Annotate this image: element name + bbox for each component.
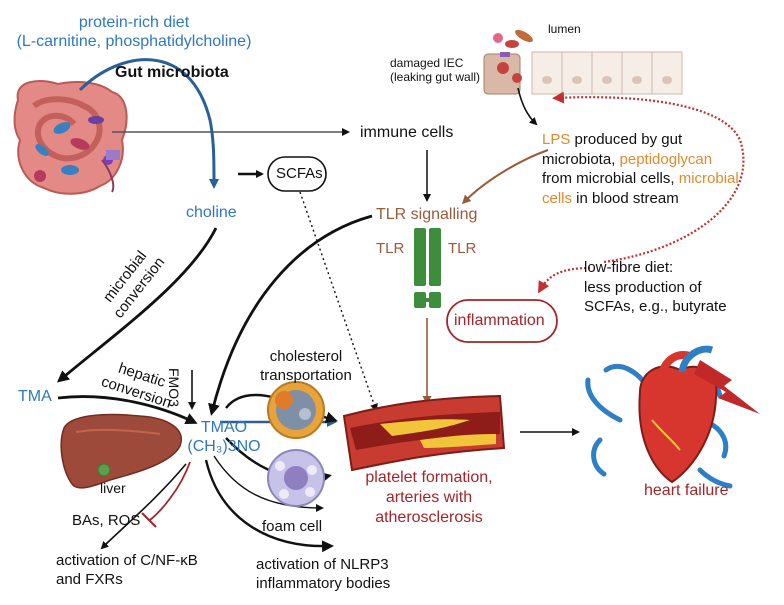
choline-label: choline [186,204,237,221]
scfas-pill [267,156,327,192]
lumen-label: lumen [548,22,581,36]
intestine-icon [13,80,128,195]
inflammation-pill [446,299,558,343]
lightning-icon [694,360,760,414]
tlr-signalling-label: TLR signalling [376,206,478,223]
macrophage-icon [267,381,325,439]
tma-label: TMA [18,388,52,405]
tlr-right-label: TLR [448,240,477,257]
immune-cells-label: immune cells [360,124,454,141]
liver-label: liver [100,480,126,496]
heart-icon [585,345,733,489]
tlr-receptor-icon [414,228,441,308]
lps-text: LPS produced by gut microbiota, peptidog… [542,131,739,207]
damaged-iec-label: damaged IEC(leaking gut wall) [390,56,481,85]
artery-plaque-icon [342,394,506,472]
bas-ros-label: BAs, ROS [72,512,141,529]
tmao-label: TMAO(CH₃)3NO [187,419,261,456]
inflammation-label: inflammation [454,312,545,329]
scfas-label: SCFAs [276,165,323,182]
diet-label: protein-rich diet(L-carnitine, phosphati… [16,14,252,50]
gut-microbiota-label: Gut microbiota [115,64,229,81]
liver-icon [60,413,182,489]
heart-failure-label: heart failure [644,482,729,499]
foam-cell-label: foam cell [262,518,323,535]
foam-cell-icon [267,449,325,507]
gut-epithelium-icon [483,29,683,95]
tlr-left-label: TLR [376,240,405,257]
